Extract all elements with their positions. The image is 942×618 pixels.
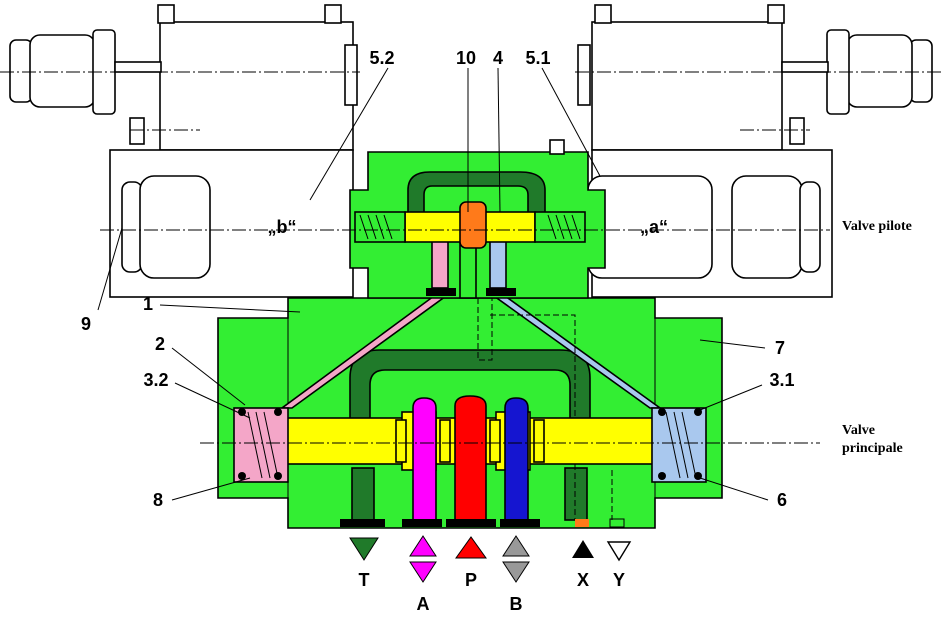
spring-chamber-left [233, 407, 289, 483]
section-label-pilot-valve: Valve pilote [842, 219, 912, 234]
solenoid-right [577, 4, 933, 298]
port-a-triangle-up [409, 535, 437, 557]
callout-8: 8 [153, 490, 163, 510]
port-x-triangle-up [572, 540, 594, 558]
callout-2: 2 [155, 334, 165, 354]
callout-3-1: 3.1 [769, 370, 794, 390]
port-label-b: B [510, 594, 523, 614]
port-y-triangle-down [606, 541, 632, 562]
port-a-triangle-down [409, 561, 437, 583]
port-b-triangle-down [502, 561, 530, 583]
main-spool [269, 395, 671, 521]
port-label-t: T [359, 570, 370, 590]
callout-1: 1 [143, 294, 153, 314]
callout-5-2: 5.2 [369, 48, 394, 68]
callout-6: 6 [777, 490, 787, 510]
position-label-a: „a“ [640, 217, 668, 237]
port-label-p: P [465, 570, 477, 590]
port-b-triangle-up [502, 535, 530, 557]
callout-9: 9 [81, 314, 91, 334]
solenoid-left [9, 4, 358, 298]
spring-chamber-right [651, 407, 707, 483]
pilot-valve-body [349, 139, 606, 299]
callout-labels: 5.2 10 4 5.1 1 9 2 3.2 8 7 3.1 6 [81, 48, 795, 510]
section-label-main-valve-line1: Valve [842, 423, 875, 438]
callout-4: 4 [493, 48, 503, 68]
leader-lines [97, 67, 769, 501]
callout-5-1: 5.1 [525, 48, 550, 68]
callout-7: 7 [775, 338, 785, 358]
port-label-y: Y [613, 570, 625, 590]
port-label-a: A [417, 594, 430, 614]
callout-3-2: 3.2 [143, 370, 168, 390]
port-label-x: X [577, 570, 589, 590]
section-label-main-valve-line2: principale [842, 441, 903, 456]
callout-10: 10 [456, 48, 476, 68]
port-symbols: T A P B X Y [349, 535, 632, 614]
port-t-triangle-down [349, 537, 379, 561]
port-p-triangle-up [455, 536, 487, 559]
position-label-b: „b“ [268, 217, 297, 237]
